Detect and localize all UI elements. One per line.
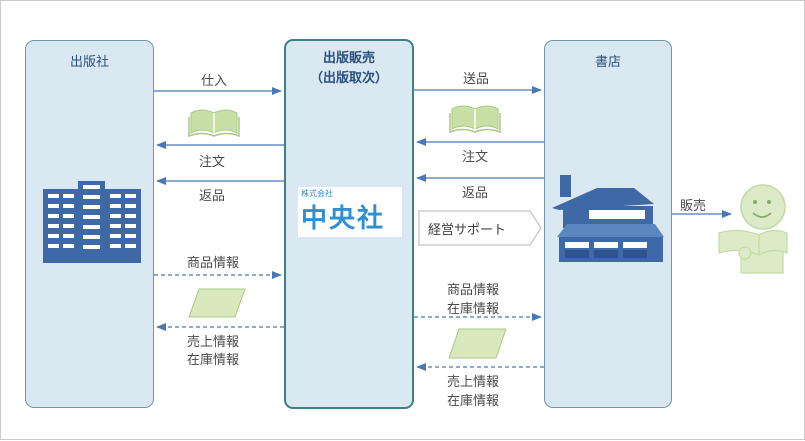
label-product-info-right-1: 商品情報	[447, 283, 500, 298]
management-support-label: 経営サポート	[428, 223, 507, 238]
store-building-icon	[552, 175, 664, 262]
label-order-left: 注文	[199, 155, 226, 170]
label-sale: 販売	[680, 199, 707, 214]
label-sales-info-left-2: 在庫情報	[187, 353, 240, 368]
document-icon-left	[188, 288, 246, 318]
label-purchase: 仕入	[201, 74, 228, 89]
person-reading-icon	[718, 184, 788, 274]
label-order-right: 注文	[462, 150, 489, 165]
label-sales-info-right-1: 売上情報	[447, 375, 500, 390]
book-icon-left	[188, 109, 240, 138]
management-support-callout: 経営サポート	[418, 210, 542, 246]
logo-company-name: 中央社	[301, 204, 386, 234]
label-sales-info-right-2: 在庫情報	[447, 394, 500, 409]
label-shipping: 送品	[463, 72, 490, 87]
document-icon-right	[448, 328, 507, 359]
label-sales-info-left-1: 売上情報	[187, 335, 240, 350]
distributor-title-line2: （出版取次）	[309, 71, 388, 86]
publisher-title: 出版社	[69, 55, 109, 70]
label-product-info-left: 商品情報	[187, 256, 240, 271]
label-return-right: 返品	[462, 186, 489, 201]
logo-corporate-prefix: 株式会社	[301, 189, 333, 198]
office-building-icon	[43, 181, 141, 263]
company-logo: 株式会社 中央社	[298, 187, 402, 237]
label-return-left: 返品	[199, 189, 226, 204]
distributor-title-line1: 出版販売	[322, 51, 375, 66]
book-icon-right	[449, 105, 501, 134]
label-product-info-right-2: 在庫情報	[447, 302, 500, 317]
bookstore-title: 書店	[594, 55, 621, 70]
